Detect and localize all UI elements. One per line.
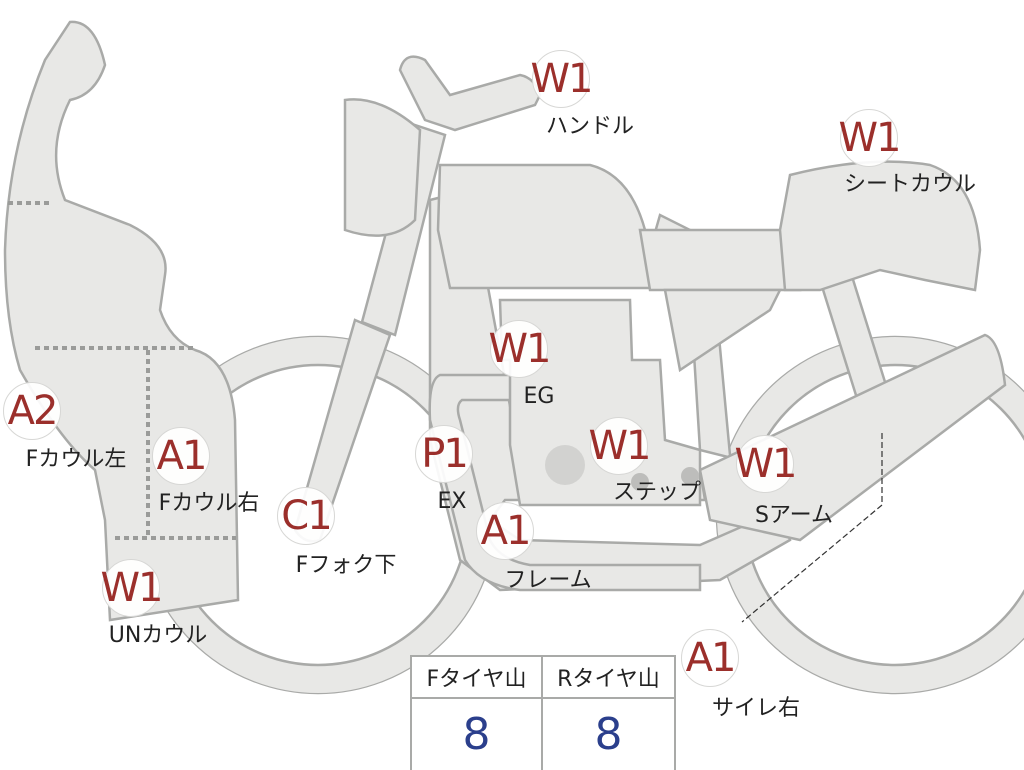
rear-tire-tread-value: 8 (594, 709, 623, 760)
silencer-leader-line (741, 433, 883, 623)
tire-tread-table: Fタイヤ山 Rタイヤ山 8 8 (410, 655, 676, 770)
exhaust-label: EX (437, 489, 467, 514)
front-tire-tread-header: Fタイヤ山 (412, 657, 543, 699)
exhaust-shape (428, 373, 702, 592)
under-cowl-label: UNカウル (108, 623, 208, 648)
seat-cowl-grade-badge: W1 (839, 109, 902, 167)
handlebar (398, 55, 542, 132)
swing-arm-grade-badge: W1 (735, 435, 798, 493)
front-tire-tread-value: 8 (412, 699, 543, 770)
engine-label: EG (523, 384, 555, 409)
f-fork-lower-grade-badge: C1 (277, 487, 335, 545)
seat (638, 228, 802, 292)
fuel-tank (436, 163, 657, 290)
engine-cover (545, 445, 585, 485)
front-cowl (3, 20, 240, 622)
step-peg-left (631, 473, 649, 491)
seat-cowl-shape (778, 160, 982, 292)
f-cowl-right-grade-badge: A1 (152, 427, 210, 485)
frame-grade-badge: A1 (476, 502, 534, 560)
f-fork-lower-label: Fフォク下 (295, 553, 397, 578)
side-cover (663, 288, 783, 373)
engine-grade-badge: W1 (489, 320, 552, 378)
silencer-right-label: サイレ右 (711, 696, 801, 721)
f-cowl-left-label: Fカウル左 (25, 447, 127, 472)
swing-arm-label: Sアーム (755, 503, 833, 528)
handle-label: ハンドル (545, 114, 635, 139)
f-cowl-right-label: Fカウル右 (158, 491, 260, 516)
step-grade-badge: W1 (589, 417, 652, 475)
step-peg-right (681, 467, 699, 485)
silencer-right-grade-badge: A1 (681, 629, 739, 687)
under-cowl-grade-badge: W1 (101, 559, 164, 617)
frame-label: フレーム (504, 568, 592, 593)
rear-tire-tread-header: Rタイヤ山 (543, 657, 674, 699)
step-label: ステップ (612, 480, 702, 505)
exhaust-grade-badge: P1 (415, 425, 473, 483)
handle-grade-badge: W1 (531, 50, 594, 108)
f-cowl-left-grade-badge: A2 (3, 382, 61, 440)
headlight (343, 98, 422, 237)
seat-cowl-label: シートカウル (843, 172, 977, 197)
